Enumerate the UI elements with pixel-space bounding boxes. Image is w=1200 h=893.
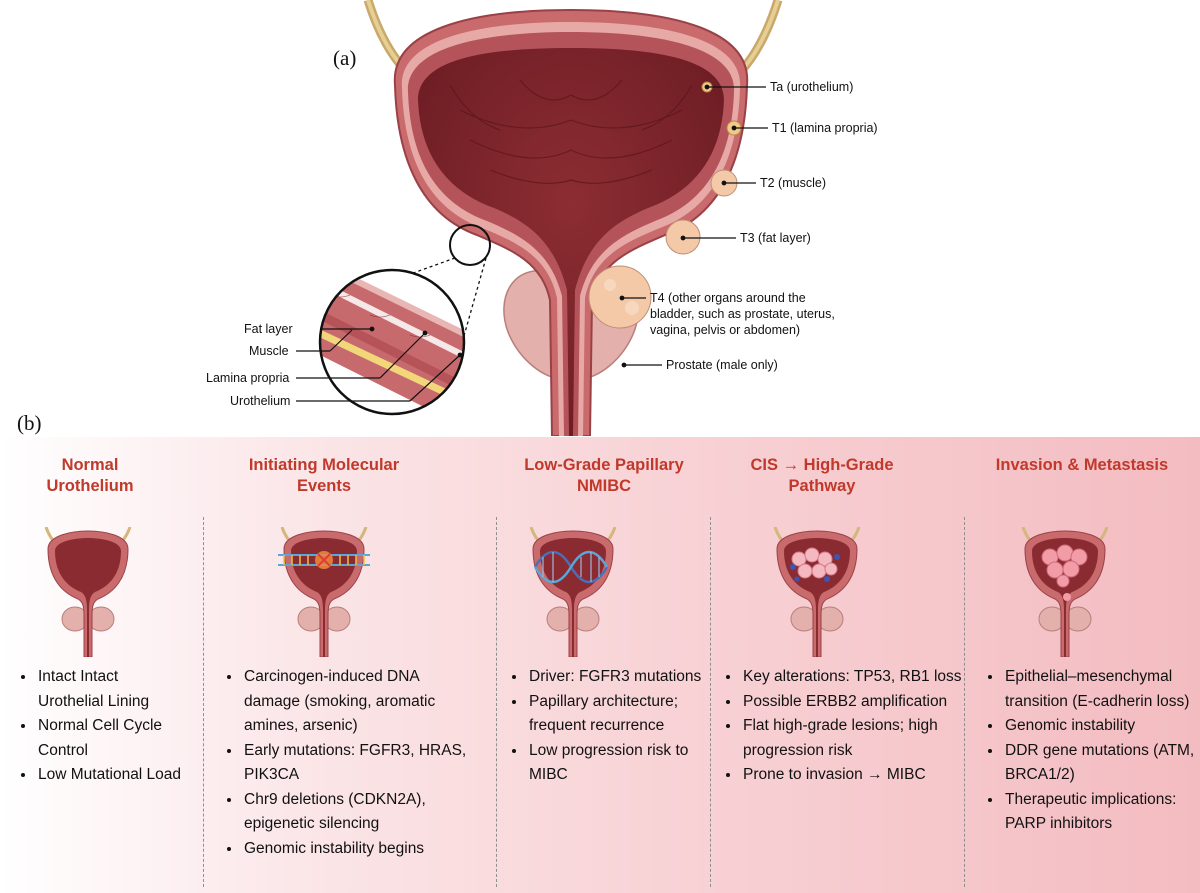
list-item: Early mutations: FGFR3, HRAS, PIK3CA [242,739,474,788]
list-item: Flat high-grade lesions; high progressio… [741,714,981,763]
list-item: Prone to invasion → MIBC [741,763,981,788]
stage-t3-label: T3 (fat layer) [740,231,811,245]
panel-a: (a) Ta (urothelium) T1 (lamina propria) … [0,0,1200,436]
bladder-lumen [418,48,724,436]
list-item: Low Mutational Load [36,763,186,788]
column-divider [964,517,965,887]
column-title: Low-Grade Papillary NMIBC [524,456,684,495]
list-item: DDR gene mutations (ATM, BRCA1/2) [1003,739,1200,788]
list-item: Epithelial–mesenchymal transition (E-cad… [1003,665,1200,714]
list-item: Key alterations: TP53, RB1 loss [741,665,981,690]
list-item: Carcinogen-induced DNA damage (smoking, … [242,665,474,739]
cis-cells-bladder-icon [773,527,861,657]
urothelium-label: Urothelium [230,394,291,408]
dna-helix-bladder-icon [529,527,617,657]
panel-a-letter: (a) [333,46,357,70]
bullet-list: Carcinogen-induced DNA damage (smoking, … [220,665,474,861]
bullet-list: Epithelial–mesenchymal transition (E-cad… [981,665,1200,837]
stage-column-normal: Normal Urothelium Intact Intact Urotheli… [0,437,200,893]
stage-column-low-grade: Low-Grade Papillary NMIBC Driver: FGFR3 … [499,437,709,893]
column-title: Initiating Molecular Events [248,456,400,495]
stage-column-cis: CIS → High-Grade Pathway Key alterations… [713,437,963,893]
bullet-list: Intact Intact Urothelial Lining Normal C… [14,665,186,788]
panel-b-letter: (b) [17,411,42,435]
normal-bladder-icon [44,527,132,657]
zoom-selector-circle [449,224,491,266]
list-item: Low progression risk to MIBC [527,739,727,788]
stage-column-invasion: Invasion & Metastasis Epithelial–mesench… [967,437,1200,893]
column-title: Normal Urothelium [46,456,134,495]
column-title: Invasion & Metastasis [995,456,1169,474]
column-divider [496,517,497,887]
muscle-label: Muscle [249,344,289,358]
column-divider [710,517,711,887]
magnified-wall-layers [320,270,464,414]
stage-column-initiating: Initiating Molecular Events Carcinogen-i… [206,437,466,893]
dna-damage-bladder-icon [278,527,370,657]
stage-t2-label: T2 (muscle) [760,176,826,190]
list-item: Therapeutic implications: PARP inhibitor… [1003,788,1200,837]
prostate-label: Prostate (male only) [666,358,778,372]
lamina-propria-label: Lamina propria [206,371,290,385]
list-item: Intact Intact Urothelial Lining [36,665,186,714]
bladder-anatomy-illustration [296,0,783,436]
list-item: Driver: FGFR3 mutations [527,665,727,690]
list-item: Chr9 deletions (CDKN2A), epigenetic sile… [242,788,474,837]
tumor-mass-bladder-icon [1021,527,1109,657]
bullet-list: Driver: FGFR3 mutations Papillary archit… [505,665,727,788]
column-title: CIS → High-Grade Pathway [750,456,894,495]
list-item: Genomic instability begins [242,837,474,862]
stage-t4-label: T4 (other organs around the bladder, suc… [650,291,835,337]
stage-t1-label: T1 (lamina propria) [772,121,878,135]
list-item: Possible ERBB2 amplification [741,690,981,715]
fat-layer-label: Fat layer [244,322,293,336]
bullet-list: Key alterations: TP53, RB1 loss Possible… [719,665,981,788]
panel-b: Normal Urothelium Intact Intact Urotheli… [0,437,1200,893]
stage-ta-label: Ta (urothelium) [770,80,854,94]
column-divider [203,517,204,887]
list-item: Papillary architecture; frequent recurre… [527,690,727,739]
list-item: Genomic instability [1003,714,1200,739]
list-item: Normal Cell Cycle Control [36,714,186,763]
